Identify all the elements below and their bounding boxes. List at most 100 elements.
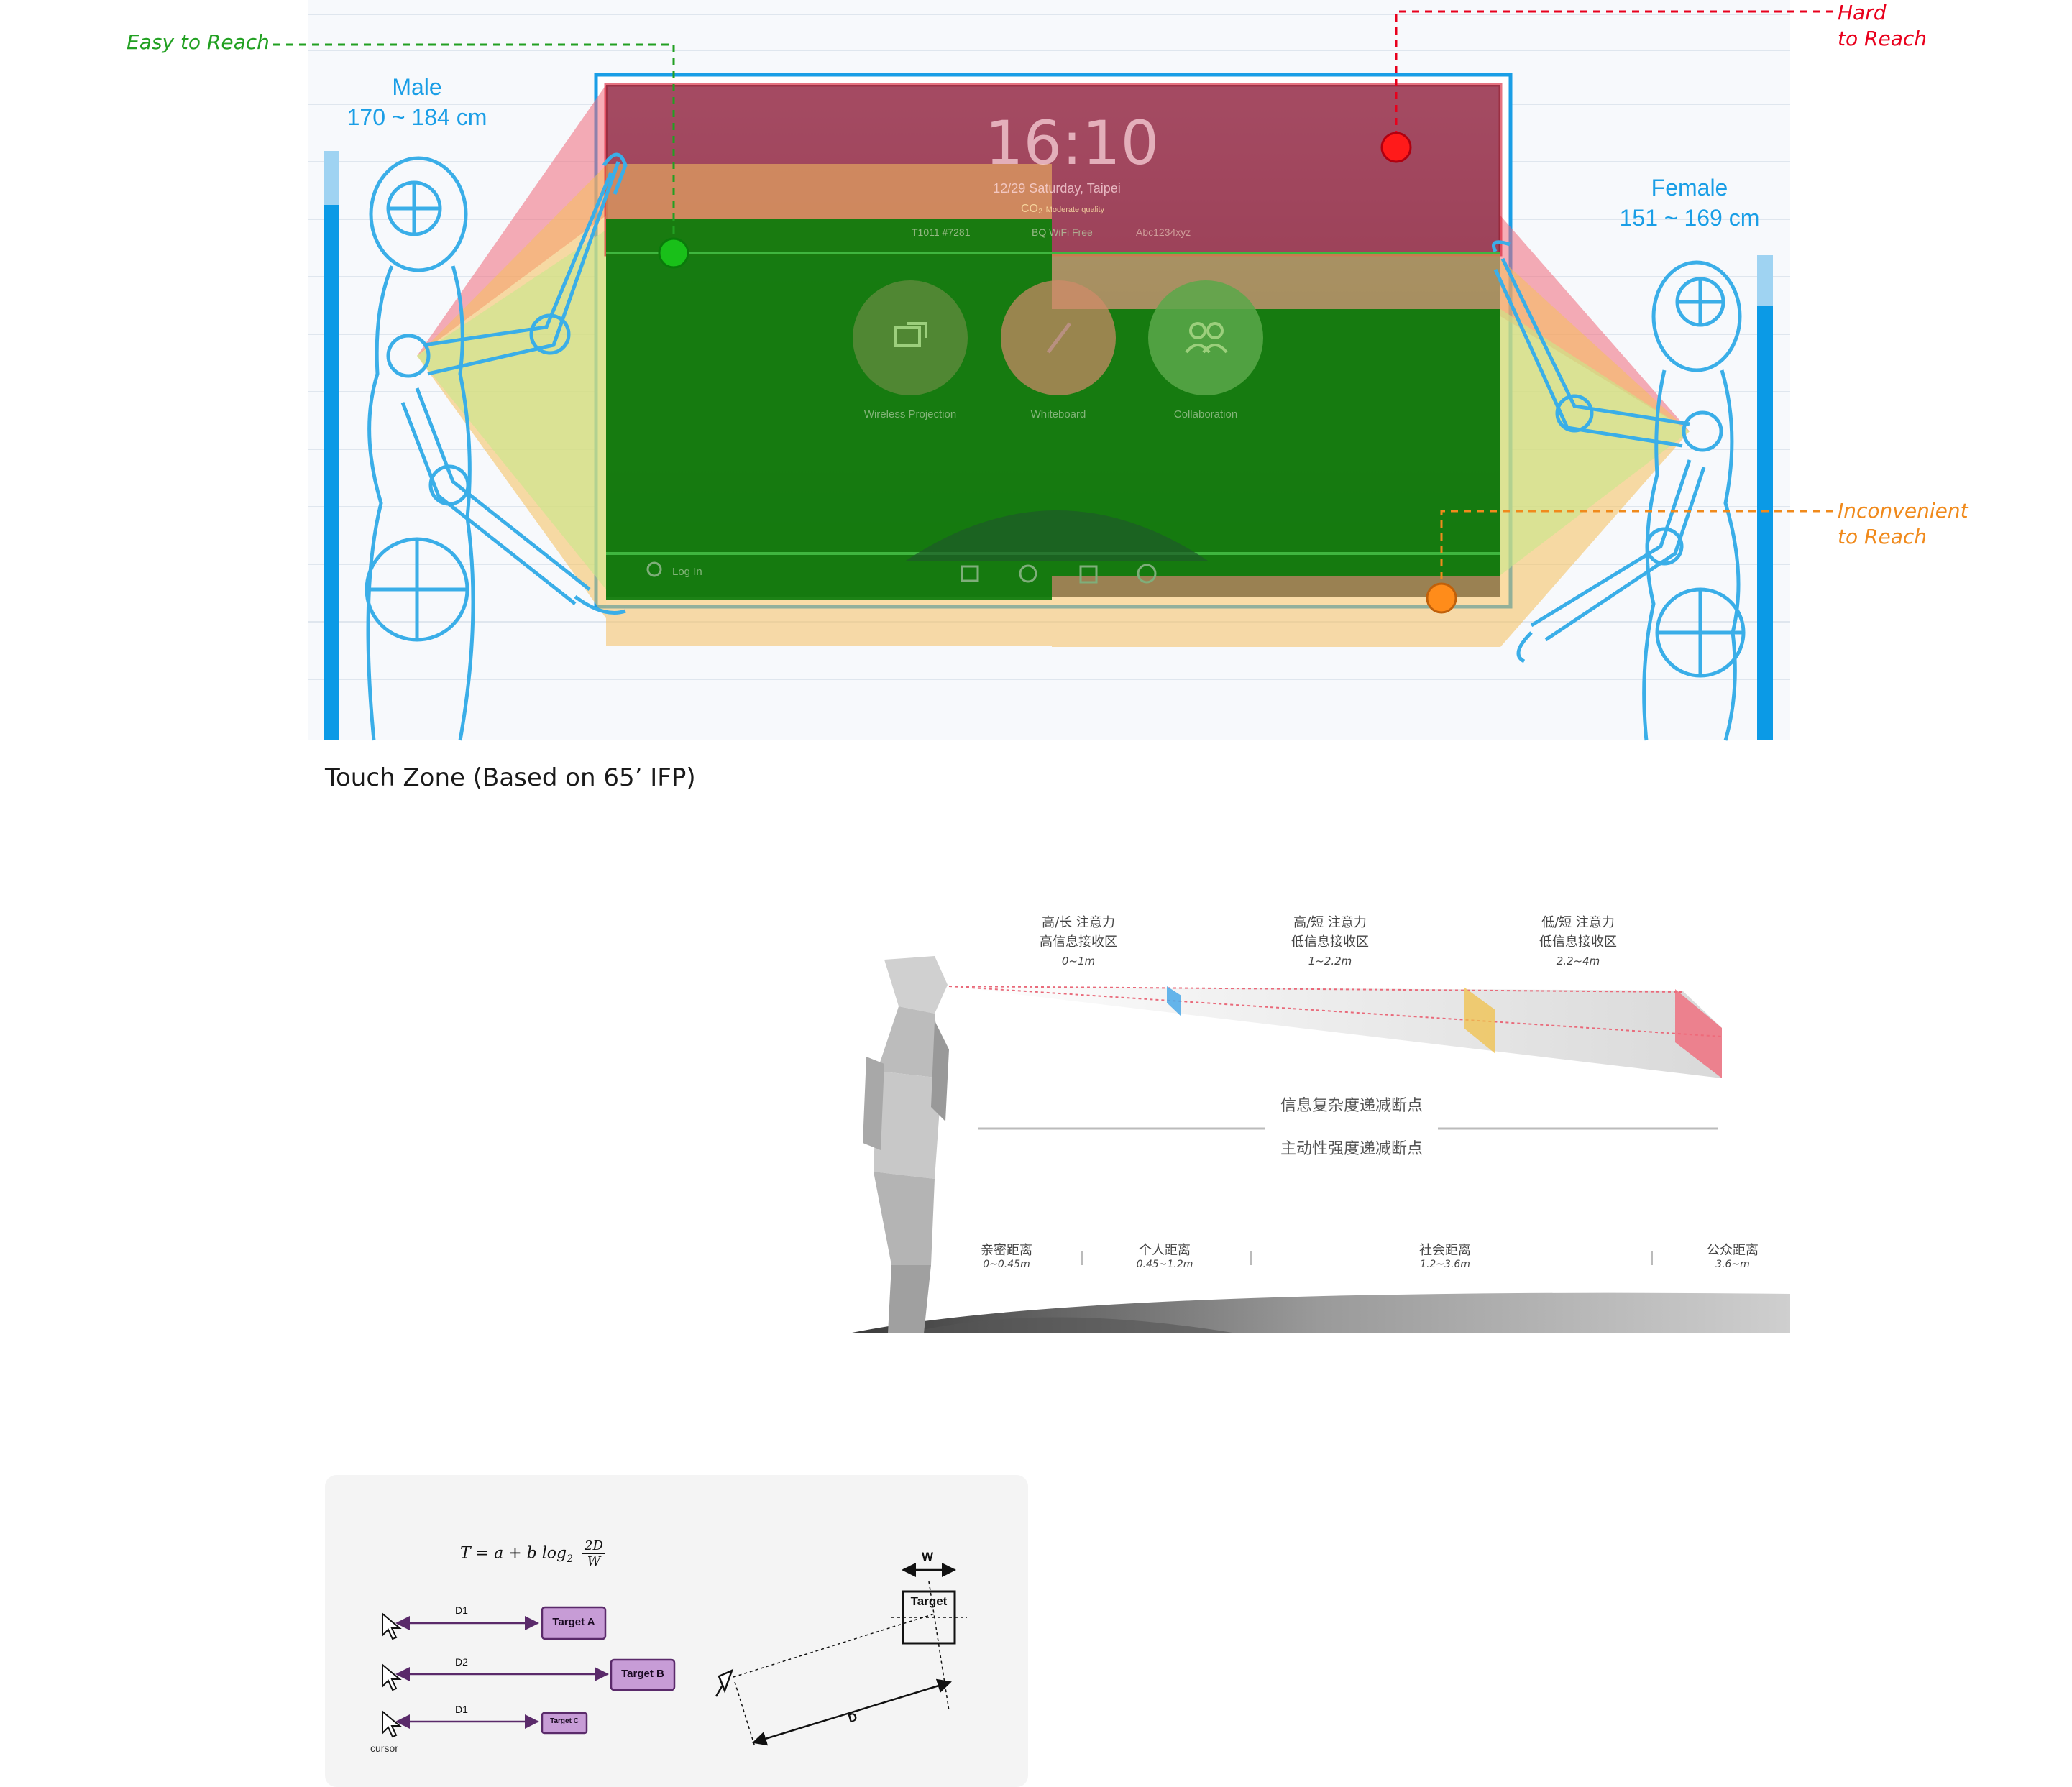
inconvenient-label-line2: to Reach — [1838, 525, 1927, 548]
attention-zone-2: 高/短 注意力 低信息接收区 1~2.2m — [1258, 913, 1402, 971]
female-easy-wedge — [1500, 309, 1690, 575]
inconvenient-label-line1: Inconvenient — [1838, 499, 1968, 523]
w-label: W — [922, 1550, 934, 1563]
screen-wifi: BQ WiFi Free — [1032, 226, 1093, 238]
zone-plane-2 — [1464, 987, 1495, 1054]
female-label: Female 151 ~ 169 cm — [1603, 173, 1776, 233]
formula-log-base: 2 — [567, 1553, 573, 1565]
hard-callout-line — [1395, 10, 1833, 147]
attention-zone-3-line1: 低/短 注意力 — [1541, 915, 1615, 930]
social-zone-public: 公众距离 3.6~m — [1690, 1240, 1776, 1270]
info-complexity-breakpoint: 信息复杂度递减断点 — [1280, 1097, 1423, 1115]
female-figure — [1492, 240, 1746, 741]
male-height-bar — [324, 205, 339, 740]
inconvenient-to-reach-label: Inconvenient to Reach — [1838, 498, 1968, 550]
row-c-distance: D1 — [455, 1704, 468, 1715]
hard-label-line2: to Reach — [1838, 27, 1927, 50]
planet-graphic — [906, 510, 1208, 561]
fitts-target-label: Target — [910, 1594, 948, 1608]
male-figure — [365, 152, 628, 741]
hard-to-reach-label: Hard to Reach — [1838, 0, 1927, 52]
screen-password: Abc1234xyz — [1136, 226, 1191, 238]
attention-zone-2-line1: 高/短 注意力 — [1293, 915, 1367, 930]
low-poly-person — [863, 956, 949, 1333]
app-label-whiteboard[interactable]: Whiteboard — [1030, 408, 1086, 421]
login-button[interactable]: Log In — [672, 566, 702, 578]
social-zone-personal-range: 0.45~1.2m — [1136, 1259, 1193, 1270]
social-zone-intimate-range: 0~0.45m — [983, 1259, 1030, 1270]
attention-zone-2-line2: 低信息接收区 — [1291, 934, 1369, 950]
fitts-law-card — [325, 1475, 1028, 1787]
app-label-collaboration[interactable]: Collaboration — [1173, 408, 1238, 421]
co2-status: Moderate quality — [1045, 206, 1104, 214]
row-b-distance: D2 — [455, 1656, 468, 1668]
social-zone-intimate-label: 亲密距离 — [981, 1243, 1032, 1258]
female-height-range: 151 ~ 169 cm — [1619, 205, 1760, 231]
formula-lhs: T = a + b log — [460, 1544, 567, 1563]
attention-zone-3-range: 2.2~4m — [1556, 955, 1600, 968]
touch-zone-diagram — [273, 0, 1833, 741]
cursor-label: cursor — [370, 1742, 398, 1754]
collaboration-tile — [1148, 280, 1263, 395]
easy-to-reach-label: Easy to Reach — [127, 30, 270, 54]
projection-icon-arrow — [907, 322, 927, 338]
co2-label: CO₂ — [1021, 203, 1043, 215]
attention-zone-2-range: 1~2.2m — [1308, 955, 1352, 968]
female-height-bar — [1757, 306, 1773, 740]
attention-zone-3: 低/短 注意力 低信息接收区 2.2~4m — [1506, 913, 1650, 971]
screen-clock: 16:10 — [985, 108, 1160, 178]
attention-zone-1: 高/长 注意力 高信息接收区 0~1m — [1007, 913, 1150, 971]
initiative-breakpoint: 主动性强度递减断点 — [1280, 1140, 1423, 1158]
settings-icon — [1019, 564, 1037, 583]
social-zone-social-label: 社会距离 — [1419, 1243, 1471, 1258]
pencil-icon — [1047, 322, 1071, 354]
inconvenient-marker — [1426, 582, 1457, 614]
help-icon — [1137, 564, 1157, 584]
touch-zone-caption: Touch Zone (Based on 65’ IFP) — [325, 763, 696, 792]
target-b-label: Target B — [621, 1668, 664, 1680]
upload-icon — [961, 565, 979, 582]
attention-zone-1-line1: 高/长 注意力 — [1042, 915, 1115, 930]
female-hard-wedge — [1500, 216, 1690, 431]
zone-plane-1 — [1167, 986, 1181, 1016]
social-zone-personal-label: 个人距离 — [1139, 1243, 1191, 1258]
screen-date: 12/29 Saturday, Taipei — [993, 181, 1121, 196]
floor-arc — [848, 1292, 1790, 1333]
projection-icon — [894, 326, 921, 347]
hard-label-line1: Hard — [1838, 1, 1887, 24]
formula-denominator: W — [587, 1554, 601, 1569]
male-label: Male 170 ~ 184 cm — [331, 72, 503, 132]
social-zone-social: 社会距离 1.2~3.6m — [1388, 1240, 1503, 1270]
easy-marker — [658, 237, 689, 269]
fitts-formula: T = a + b log2 2D W — [460, 1538, 605, 1569]
target-a-label: Target A — [552, 1616, 595, 1628]
female-title: Female — [1651, 175, 1728, 201]
male-title: Male — [392, 74, 442, 100]
social-zone-public-range: 3.6~m — [1715, 1259, 1750, 1270]
social-zone-personal: 个人距离 0.45~1.2m — [1114, 1240, 1215, 1270]
screen-room: T1011 #7281 — [912, 226, 971, 238]
attention-zone-1-line2: 高信息接收区 — [1040, 934, 1117, 950]
wireless-projection-tile — [853, 280, 968, 395]
social-zone-public-label: 公众距离 — [1707, 1243, 1759, 1258]
formula-fraction: 2D W — [582, 1538, 605, 1569]
apps-grid-icon — [1079, 565, 1098, 584]
zone-plane-3 — [1675, 989, 1722, 1078]
social-zone-social-range: 1.2~3.6m — [1420, 1259, 1470, 1270]
male-easy-wedge — [417, 230, 606, 589]
people-icon — [1185, 322, 1228, 354]
vision-beam — [949, 986, 1722, 1078]
attention-zone-3-line2: 低信息接收区 — [1539, 934, 1617, 950]
easy-callout-line — [273, 43, 675, 253]
inconvenient-callout-line — [1440, 510, 1833, 598]
male-height-range: 170 ~ 184 cm — [347, 104, 487, 130]
male-hard-wedge — [417, 85, 606, 356]
hard-marker — [1380, 132, 1412, 163]
formula-numerator: 2D — [582, 1538, 605, 1554]
social-zone-intimate: 亲密距离 0~0.45m — [963, 1240, 1050, 1270]
app-label-wireless-projection[interactable]: Wireless Projection — [863, 408, 957, 421]
screen-co2: CO₂ Moderate quality — [1021, 203, 1104, 216]
target-c-label: Target C — [550, 1717, 579, 1725]
attention-zone-1-range: 0~1m — [1061, 955, 1096, 968]
user-icon — [646, 561, 662, 577]
